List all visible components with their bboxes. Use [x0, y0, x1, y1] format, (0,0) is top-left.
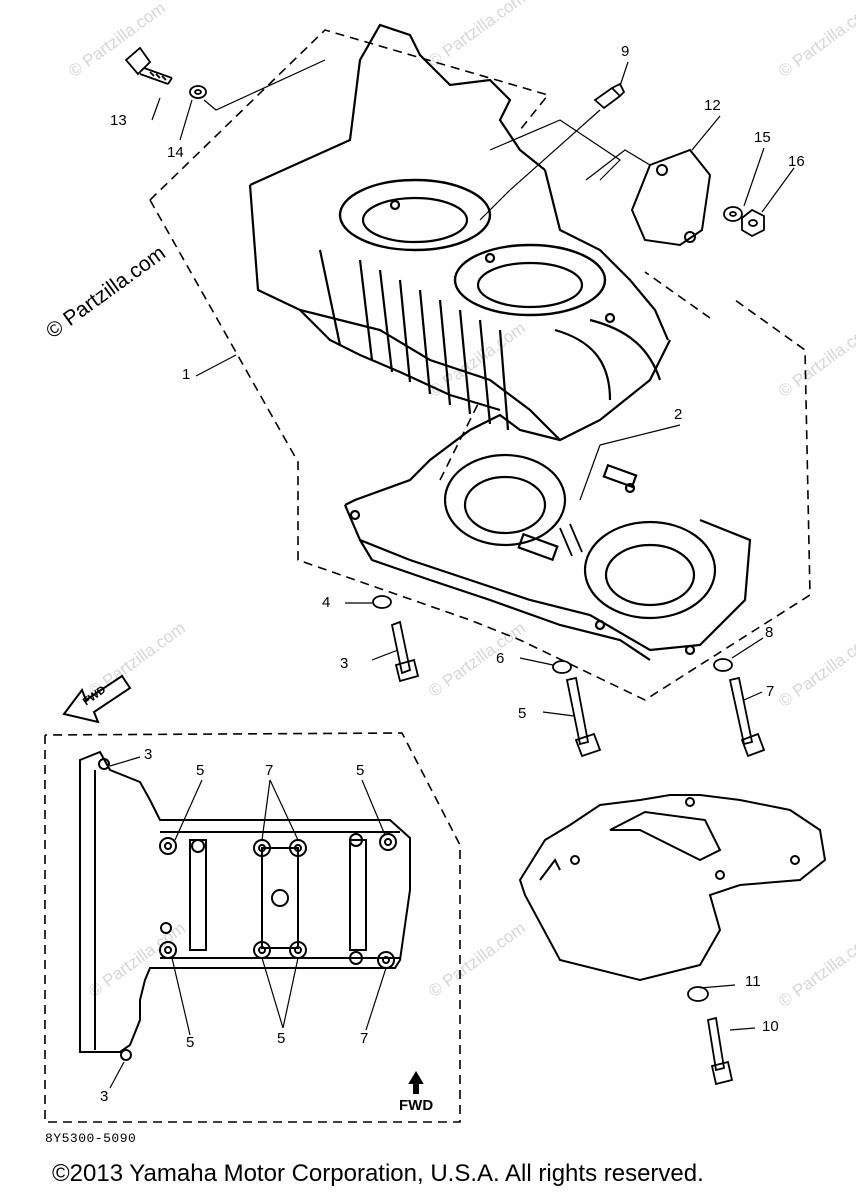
bolt-13 — [124, 46, 173, 85]
lower-crankcase — [343, 413, 752, 661]
callout-1: 1 — [182, 366, 191, 383]
washer-15 — [723, 206, 743, 222]
stud-9 — [593, 82, 626, 110]
callout-9: 9 — [621, 43, 630, 60]
inset-callout-5-top-mid: 7 — [265, 762, 274, 779]
callout-11: 11 — [745, 973, 761, 990]
callout-13: 13 — [110, 112, 127, 129]
inset-boundary — [44, 732, 461, 1123]
bolt-7 — [728, 676, 766, 758]
dowel-pin — [559, 424, 681, 557]
callout-5: 5 — [518, 705, 527, 722]
callout-14: 14 — [167, 144, 184, 161]
callout-15: 15 — [754, 129, 771, 146]
fwd-up-arrow-icon — [408, 1071, 424, 1094]
fwd-inset-label: FWD — [399, 1097, 434, 1114]
leader-lines — [151, 59, 795, 1031]
washer-14 — [189, 85, 207, 99]
inset-callout-3-bottom: 3 — [100, 1088, 109, 1105]
washer-11 — [687, 986, 709, 1002]
part-code: 8Y5300-5090 — [45, 1131, 137, 1146]
callout-2: 2 — [674, 406, 683, 423]
fwd-arrow-icon — [62, 674, 132, 724]
bolt-3 — [390, 620, 420, 683]
callout-10: 10 — [762, 1018, 779, 1035]
callout-8: 8 — [765, 624, 774, 641]
copyright-notice: ©2013 Yamaha Motor Corporation, U.S.A. A… — [52, 1160, 704, 1187]
callout-16: 16 — [788, 153, 805, 170]
inset-callout-5-bottom-mid: 5 — [277, 1030, 286, 1047]
inset-callout-3-top: 3 — [144, 746, 153, 763]
inset-callout-5-bottom-left: 5 — [186, 1034, 195, 1051]
washer-8 — [713, 658, 733, 672]
upper-crankcase — [248, 23, 671, 442]
cover-12 — [630, 148, 712, 247]
callout-6: 6 — [496, 650, 505, 667]
inset-callout-7-bottom: 7 — [360, 1030, 369, 1047]
assembly-boundary — [149, 29, 811, 701]
nut-16 — [741, 208, 765, 238]
callout-7: 7 — [766, 683, 775, 700]
inset-crankcase-plan — [79, 750, 411, 1061]
washer-4 — [372, 595, 392, 609]
inset-leader-lines — [109, 756, 387, 1089]
inset-callout-5-top-left: 5 — [196, 762, 205, 779]
bolt-5 — [565, 676, 602, 758]
callout-3: 3 — [340, 655, 349, 672]
callout-4: 4 — [322, 594, 331, 611]
inset-callout-7-top: 5 — [356, 762, 365, 779]
bolt-10 — [706, 1016, 734, 1086]
engine-mount — [518, 794, 827, 982]
washer-6 — [552, 660, 572, 674]
callout-12: 12 — [704, 97, 721, 114]
